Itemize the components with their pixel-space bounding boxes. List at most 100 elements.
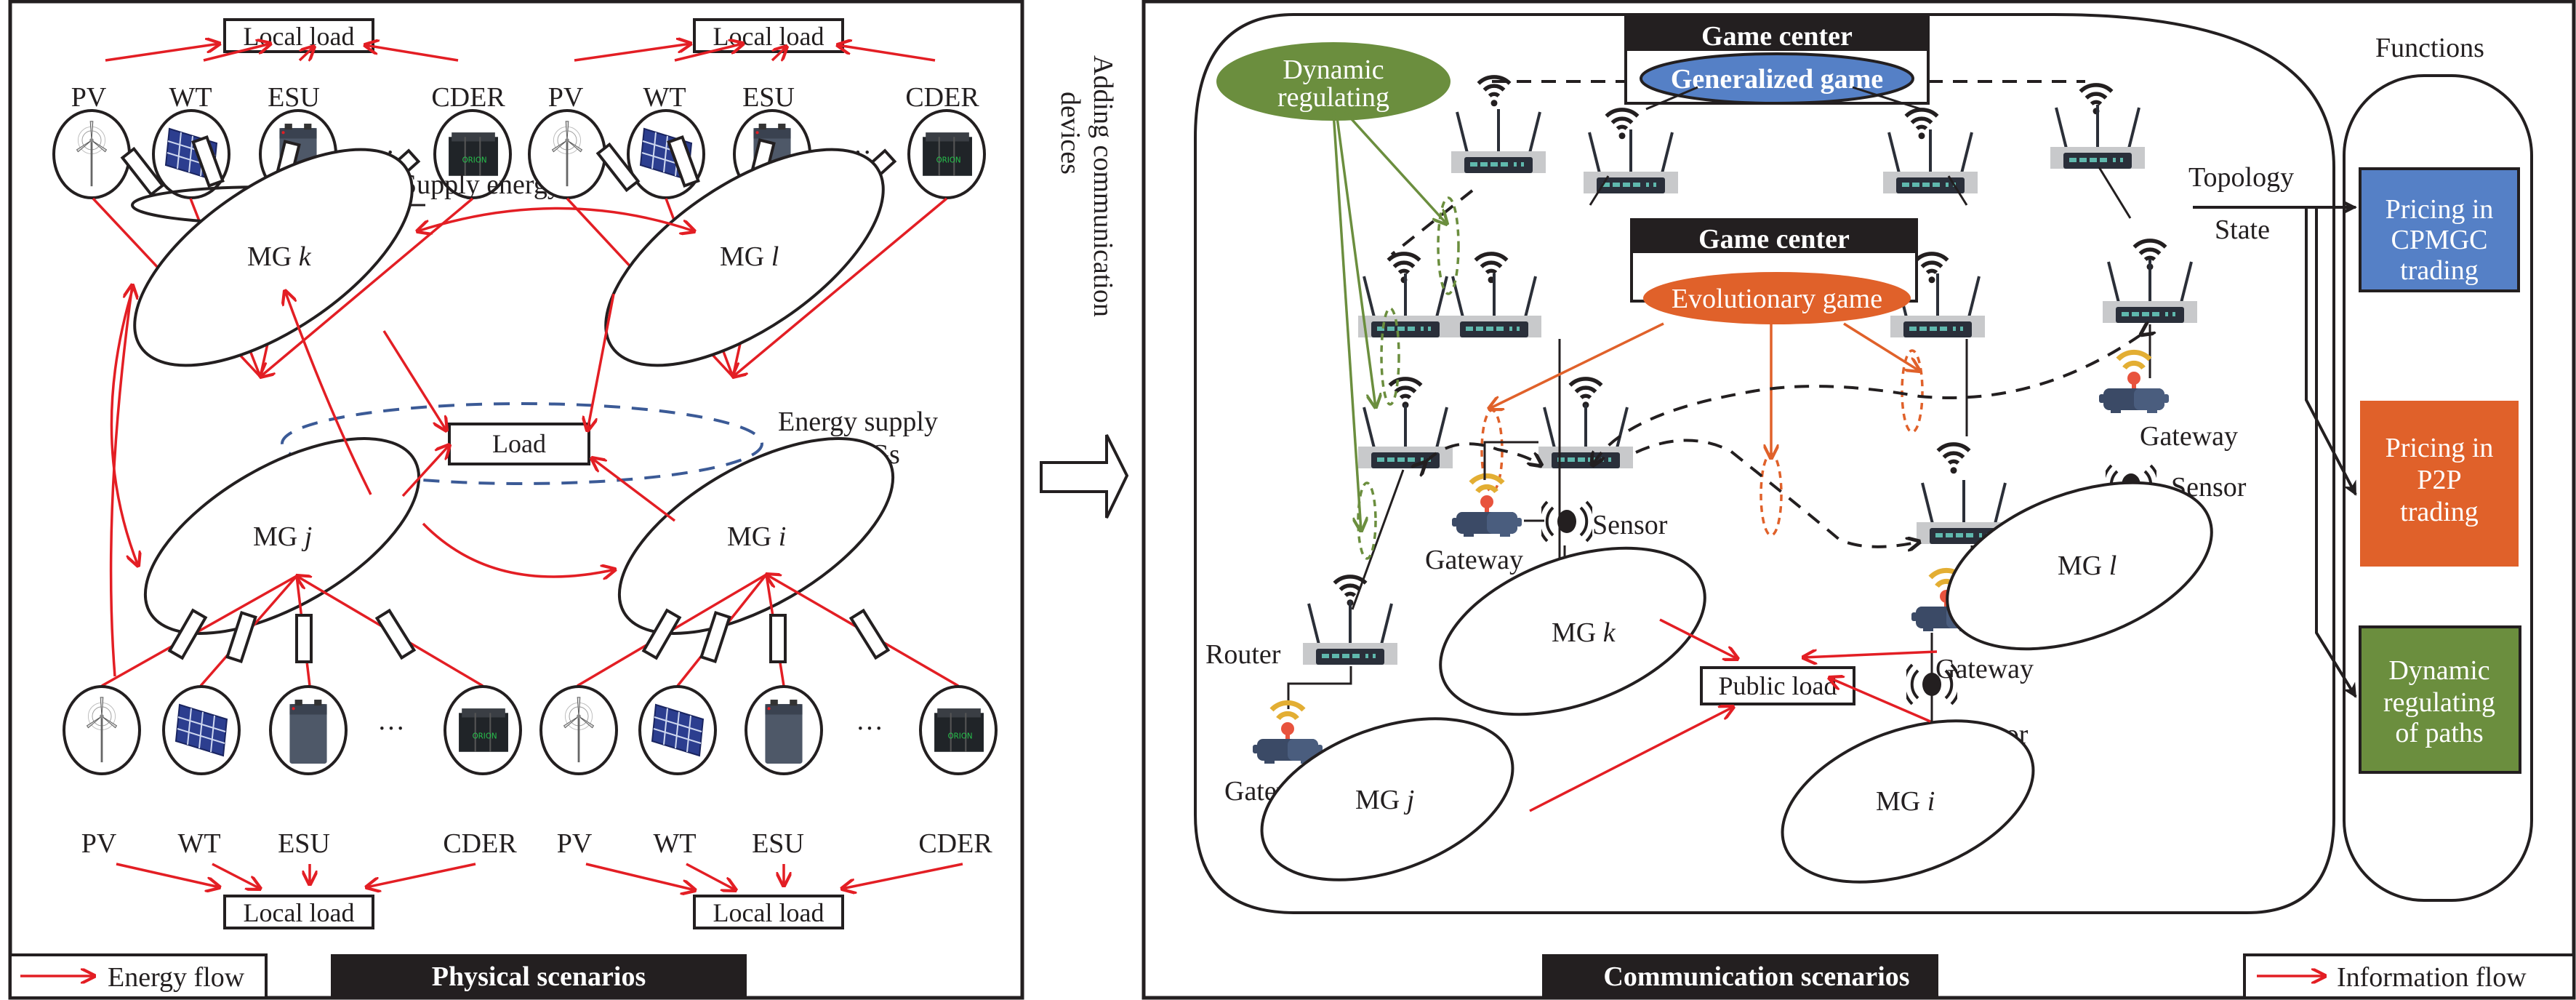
sensor-label: Sensor <box>1592 510 1668 540</box>
gateway-label: Gateway <box>1425 545 1523 575</box>
generalized-game-node <box>1640 52 1914 105</box>
public-load-box <box>1700 666 1855 705</box>
communication-title: Communication scenarios <box>1603 961 1909 992</box>
cluster-bottom-left: ··· PV WT ESU CDER Local load <box>63 576 522 929</box>
state-label: State <box>2215 215 2270 245</box>
energy-arrow-l-load <box>587 293 615 431</box>
transition-label-2: devices <box>1055 92 1086 175</box>
game-center-mid: Game center Evolutionary game <box>1630 218 1918 324</box>
energy-arrow-j-k-outer <box>109 285 132 677</box>
transition-arrow-icon <box>1040 434 1129 519</box>
router-icon <box>1883 129 1978 195</box>
source-label-wt: WT <box>169 82 212 113</box>
source-label-pv: PV <box>71 82 107 113</box>
function-p2p-line-3: trading <box>2400 497 2479 527</box>
transition: Adding communication devices <box>1040 55 1129 519</box>
info-path <box>1425 442 1541 465</box>
battery-icon <box>765 700 803 764</box>
source-label-cder: CDER <box>431 82 505 113</box>
info-path <box>1592 335 2141 465</box>
energy-arrow-k-j-outer <box>110 284 138 566</box>
game-center-mid-header <box>1632 220 1917 253</box>
dynamic-regulating-label-1: Dynamic <box>1283 55 1384 85</box>
regulation-arrow <box>1344 111 1447 224</box>
function-paths-line-2: regulating <box>2383 687 2495 718</box>
sensor-icon <box>1541 500 1592 543</box>
gateway-icon <box>2099 352 2169 413</box>
comm-mg-j-ellipse <box>1260 717 1514 881</box>
regulated-path-marker <box>1357 481 1377 560</box>
gateway-icon <box>1452 476 1522 537</box>
energy-supply-ring <box>281 402 763 485</box>
link <box>1351 469 1405 610</box>
source-label-pv: PV <box>81 828 117 859</box>
game-center-mid-label: Game center <box>1698 224 1850 255</box>
function-paths-line-1: Dynamic <box>2388 655 2489 686</box>
function-box-paths-bg <box>2359 625 2521 774</box>
mg-k-ellipse <box>133 148 414 367</box>
energy-arrow <box>203 44 270 62</box>
network-region <box>1194 13 2335 914</box>
more-sources-ellipsis: ··· <box>856 713 883 744</box>
energy-exchange-k-l <box>417 207 694 232</box>
cder-icon <box>458 708 510 753</box>
mg-j-ellipse <box>143 437 421 635</box>
energy-arrow-i-load <box>592 458 676 522</box>
link <box>1589 175 1610 206</box>
mg-l-ellipse <box>604 148 885 367</box>
mg-l-label: MG l <box>720 241 779 272</box>
mg-j-label: MG j <box>253 521 312 552</box>
function-link-p2p <box>2305 207 2357 496</box>
function-cpmgc-line-2: CPMGC <box>2391 225 2487 255</box>
functions-container <box>2343 74 2533 902</box>
game-center-top: Game center Generalized game <box>1624 16 1930 105</box>
physical-panel: Local load PV WT ESU CDER ··· <box>8 0 1024 1000</box>
communication-title-band <box>1542 954 1938 998</box>
comm-mg-i-label: MG i <box>1876 786 1935 817</box>
energy-arrow-j-load <box>401 445 449 497</box>
source-label-cder: CDER <box>443 828 517 859</box>
energy-arrow <box>838 45 936 62</box>
router-icon <box>2050 105 2145 170</box>
wifi-icon <box>1916 254 1947 283</box>
energy-arrow-j-k <box>285 291 372 495</box>
source-label-wt: WT <box>653 828 696 859</box>
regulated-path-marker <box>1437 196 1460 295</box>
router-icon <box>1303 601 1397 666</box>
information-flow-legend: Information flow <box>2243 953 2575 999</box>
regulation-arrow <box>1335 111 1376 407</box>
wifi-icon <box>1570 379 1601 408</box>
energy-arrow <box>365 45 459 62</box>
comm-mg-j-label: MG j <box>1355 785 1414 815</box>
gateway-icon <box>1253 703 1323 764</box>
function-box-cpmgc: Pricing in CPMGC trading <box>2359 167 2520 292</box>
load-box <box>448 423 590 465</box>
energy-arrow <box>674 44 743 62</box>
router-icon <box>2103 259 2197 324</box>
gateway-label: Gateway <box>2140 421 2238 452</box>
converters <box>641 608 891 664</box>
energy-arrow <box>105 44 220 62</box>
mg-i-ellipse <box>617 437 895 635</box>
link <box>1947 175 1968 206</box>
function-box-p2p-bg <box>2360 401 2519 567</box>
router-label: Router <box>1205 639 1281 670</box>
router-icon <box>1584 129 1678 195</box>
link <box>1287 666 1352 709</box>
energy-arrow <box>212 863 260 889</box>
source-label-wt: WT <box>643 82 686 113</box>
energy-flow-legend-label: Energy flow <box>108 962 245 993</box>
mg-k-label: MG k <box>247 241 312 272</box>
local-load-box <box>223 18 374 53</box>
load-label: Load <box>492 429 546 458</box>
function-box-p2p: Pricing in P2P trading <box>2360 401 2519 567</box>
function-cpmgc-line-3: trading <box>2400 255 2479 286</box>
router-icon <box>1358 273 1453 339</box>
game-path-marker <box>1760 452 1783 537</box>
dashed-link <box>1390 189 1474 256</box>
regulation-arrow <box>1332 111 1361 531</box>
public-load-label: Public load <box>1719 671 1837 700</box>
local-load-box <box>693 895 844 929</box>
battery-icon <box>289 700 327 764</box>
wifi-icon <box>1606 110 1637 139</box>
